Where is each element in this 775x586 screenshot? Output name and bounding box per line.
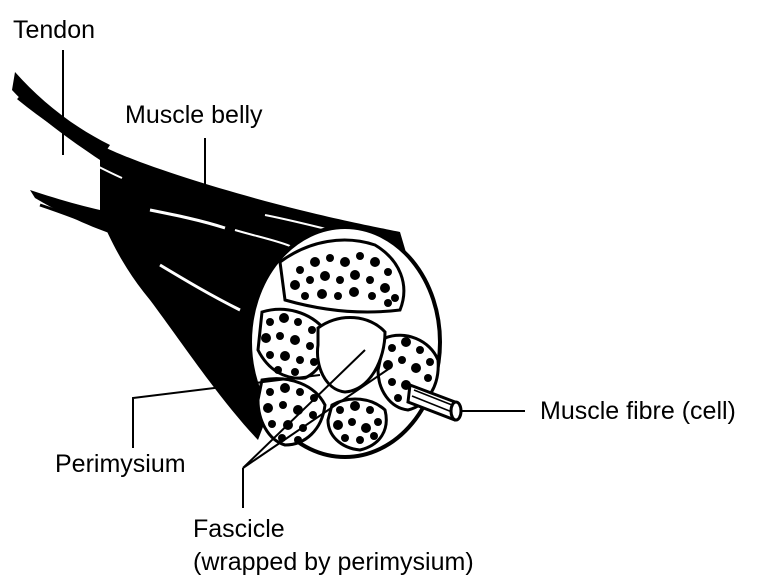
fascicle-label: Fascicle [193,517,285,542]
muscle-fibre-label: Muscle fibre (cell) [540,399,736,424]
muscle-belly-label: Muscle belly [125,103,263,128]
fascicle-note-label: (wrapped by perimysium) [193,550,474,575]
tendon-label: Tendon [13,18,95,43]
perimysium-label: Perimysium [55,452,186,477]
cross-section [250,227,440,457]
